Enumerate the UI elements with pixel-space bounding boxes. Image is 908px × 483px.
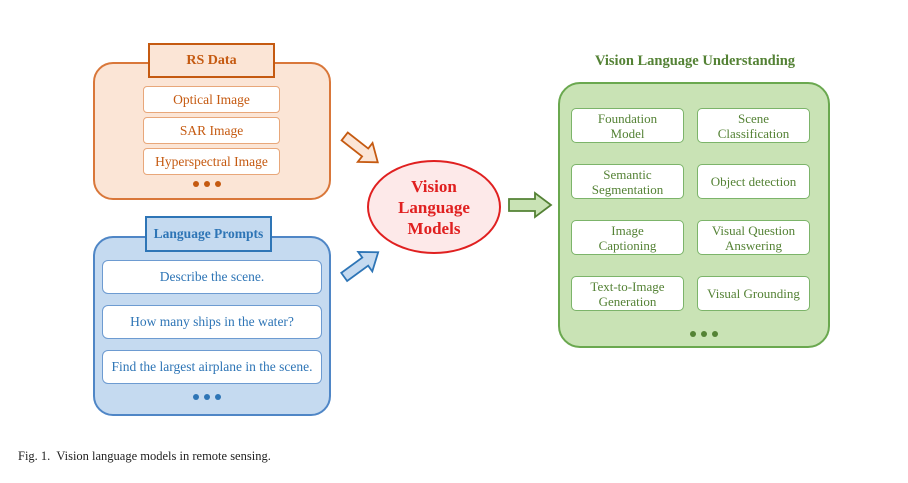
task-line: Foundation [597,110,658,126]
rs-data-title: RS Data [148,43,275,78]
vlm-label-line3: Models [407,218,461,238]
rs-more-ellipsis-icon [182,177,232,191]
task-line: Visual Grounding [707,286,800,301]
task-visual-grounding: Visual Grounding [697,276,810,311]
prompt-item-ships: How many ships in the water? [102,305,322,339]
task-object-detection: Object detection [697,164,810,199]
rs-item-hyperspectral: Hyperspectral Image [143,148,280,175]
task-visual-question-answering: Visual Question Answering [697,220,810,255]
task-line: Answering [724,237,783,253]
task-line: Text-to-Image [590,278,665,294]
task-line: Semantic [603,166,652,182]
rs-to-vlm-arrow [340,131,379,164]
vlm-node: Vision Language Models [367,160,501,254]
prompt-item-airplane: Find the largest airplane in the scene. [102,350,322,384]
task-foundation-model: Foundation Model [571,108,684,143]
rs-item-sar: SAR Image [143,117,280,144]
vlm-label-line2: Language [398,197,470,217]
task-line: Model [610,125,645,141]
task-image-captioning: Image Captioning [571,220,684,255]
task-line: Segmentation [591,181,664,197]
vlm-to-vlu-arrow [508,191,553,219]
vlu-more-ellipsis-icon [679,327,729,341]
figure-caption: Fig. 1. Vision language models in remote… [18,449,271,463]
task-text-to-image-generation: Text-to-Image Generation [571,276,684,311]
prompts-more-ellipsis-icon [182,390,232,404]
task-line: Generation [598,293,657,309]
task-line: Visual Question [711,222,796,238]
task-line: Scene [737,110,770,126]
task-line: Classification [717,125,790,141]
task-line: Image [611,222,644,238]
rs-item-optical: Optical Image [143,86,280,113]
task-semantic-segmentation: Semantic Segmentation [571,164,684,199]
task-scene-classification: Scene Classification [697,108,810,143]
language-prompts-title: Language Prompts [145,216,272,252]
vlm-label-line1: Vision [411,176,457,196]
task-line: Object detection [710,174,797,189]
task-line: Captioning [598,237,657,253]
prompt-item-describe: Describe the scene. [102,260,322,294]
lp-to-vlm-arrow [340,251,380,283]
vlu-title: Vision Language Understanding [594,52,796,69]
